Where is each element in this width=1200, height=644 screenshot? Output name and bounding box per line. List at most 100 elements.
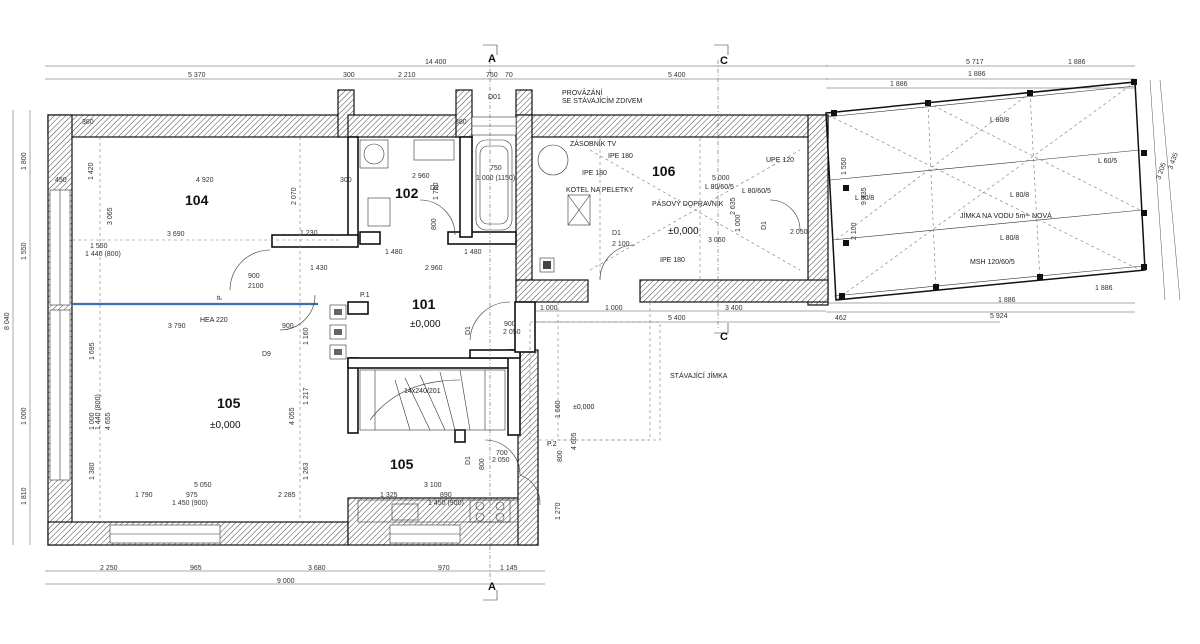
svg-text:975: 975 <box>186 492 198 499</box>
room-104-number: 104 <box>185 192 209 208</box>
svg-text:1 430: 1 430 <box>310 265 328 272</box>
chimney-icon <box>539 257 555 273</box>
svg-text:1 270: 1 270 <box>555 502 562 520</box>
wall-101-left-top <box>347 301 369 315</box>
svg-text:1 695: 1 695 <box>89 342 96 360</box>
svg-text:900: 900 <box>248 273 260 280</box>
svg-text:2 050: 2 050 <box>492 457 510 464</box>
room-102-number: 102 <box>395 185 419 201</box>
svg-text:9 435: 9 435 <box>861 187 868 205</box>
wall-top-106 <box>515 114 829 138</box>
wall-101-right <box>514 301 536 353</box>
svg-text:2 250: 2 250 <box>100 565 118 572</box>
svg-text:2 070: 2 070 <box>291 187 298 205</box>
dimension-texts-vertical: 8 040 1 800 1 550 1 000 1 810 1 420 3 06… <box>4 152 1180 520</box>
section-a-top: A <box>488 53 496 65</box>
svg-text:1 000: 1 000 <box>89 412 96 430</box>
svg-text:1 750: 1 750 <box>433 182 440 200</box>
svg-text:3 435: 3 435 <box>1167 152 1180 171</box>
svg-text:2 210: 2 210 <box>398 72 416 79</box>
svg-text:2 050: 2 050 <box>503 329 521 336</box>
staircase <box>359 369 506 431</box>
svg-text:800: 800 <box>431 218 438 230</box>
wall-bottom-106 <box>639 279 829 303</box>
note-level-outside: ±0,000 <box>573 404 594 411</box>
wall-top-102 <box>347 114 473 138</box>
toilet-icon <box>367 197 391 227</box>
svg-text:1 790: 1 790 <box>135 492 153 499</box>
svg-text:1 886: 1 886 <box>890 81 908 88</box>
svg-text:D1: D1 <box>465 456 472 465</box>
svg-text:1 886: 1 886 <box>1095 285 1113 292</box>
svg-text:750: 750 <box>490 165 502 172</box>
svg-text:5 050: 5 050 <box>194 482 212 489</box>
svg-text:300: 300 <box>343 72 355 79</box>
svg-text:1 550: 1 550 <box>90 243 108 250</box>
svg-text:1 217: 1 217 <box>303 387 310 405</box>
svg-text:5 924: 5 924 <box>990 313 1008 320</box>
wall-bottom-106-left <box>515 279 589 303</box>
note-l60: L 60/5 <box>1098 158 1117 165</box>
svg-text:380: 380 <box>82 119 94 126</box>
note-kotel: KOTEL NA PELETKY <box>566 187 634 194</box>
note-l80-2: L 80/8 <box>1010 192 1029 199</box>
wall-stairs-top <box>347 357 519 369</box>
svg-text:300: 300 <box>340 177 352 184</box>
note-p1: P.1 <box>360 292 370 299</box>
svg-text:70: 70 <box>505 72 513 79</box>
wall-102-bottom-left <box>359 231 381 245</box>
bathtub-icon <box>475 139 513 231</box>
water-tank-icon <box>537 144 569 176</box>
room-101-level: ±0,000 <box>410 319 441 330</box>
door-labels: D2 D9 D1 D1 D1 D1 P <box>217 185 768 465</box>
svg-text:1 000: 1 000 <box>540 305 558 312</box>
svg-text:1 000: 1 000 <box>21 407 28 425</box>
svg-text:D1: D1 <box>761 221 768 230</box>
svg-text:890: 890 <box>440 492 452 499</box>
note-l80-1: L 80/8 <box>990 117 1009 124</box>
svg-text:3 065: 3 065 <box>107 207 114 225</box>
wall-stairs-right <box>507 349 521 436</box>
svg-text:900: 900 <box>504 321 516 328</box>
wall-stairs-bottom <box>454 429 466 443</box>
svg-text:2 960: 2 960 <box>425 265 443 272</box>
svg-text:1 440 (800): 1 440 (800) <box>85 251 121 258</box>
svg-text:1 000: 1 000 <box>735 214 742 232</box>
svg-text:1 230: 1 230 <box>300 230 318 237</box>
note-ipe-2: IPE 180 <box>582 170 607 177</box>
svg-text:P: P <box>217 295 224 300</box>
svg-text:2 285: 2 285 <box>278 492 296 499</box>
svg-text:1 810: 1 810 <box>21 487 28 505</box>
svg-text:1 886: 1 886 <box>998 297 1016 304</box>
pillar-2 <box>455 89 473 138</box>
svg-text:1 380: 1 380 <box>89 462 96 480</box>
wall-102-right <box>459 136 473 238</box>
note-zasobnik: ZÁSOBNÍK TV <box>570 139 616 148</box>
svg-text:965: 965 <box>190 565 202 572</box>
svg-text:5 400: 5 400 <box>668 72 686 79</box>
walls <box>47 89 829 546</box>
svg-text:4 655: 4 655 <box>105 412 112 430</box>
svg-text:3 680: 3 680 <box>308 565 326 572</box>
svg-text:1 263: 1 263 <box>303 462 310 480</box>
note-hea: HEA 220 <box>200 317 228 324</box>
room-105-number: 105 <box>217 395 241 411</box>
svg-text:1 550: 1 550 <box>21 242 28 260</box>
bathroom-fixtures <box>359 139 513 231</box>
svg-text:D9: D9 <box>262 351 271 358</box>
svg-text:2 100: 2 100 <box>612 241 630 248</box>
svg-text:3 060: 3 060 <box>708 237 726 244</box>
svg-text:1 560: 1 560 <box>555 400 562 418</box>
sink-icon <box>363 143 385 165</box>
wall-left-106 <box>515 114 533 306</box>
wall-right-105 <box>517 349 539 546</box>
section-c-bottom: C <box>720 331 728 343</box>
room-105b-number: 105 <box>390 456 414 472</box>
svg-text:2 635: 2 635 <box>730 197 737 215</box>
room-105-level: ±0,000 <box>210 420 241 431</box>
dimension-texts: 14 400 5 370 300 2 210 750 70 5 400 5 71… <box>55 59 1113 585</box>
room-106-level: ±0,000 <box>668 226 699 237</box>
existing-tank-outline <box>529 321 661 441</box>
section-a-bottom: A <box>488 581 496 593</box>
